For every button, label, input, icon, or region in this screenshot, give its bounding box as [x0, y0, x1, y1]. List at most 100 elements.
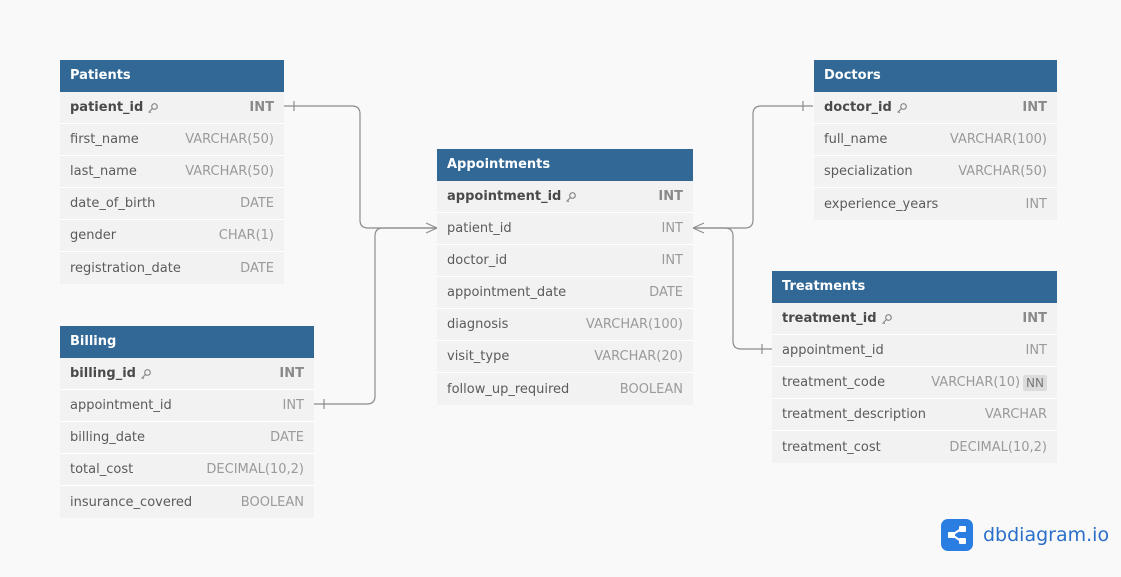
doctors-column-row[interactable]: doctor_id INT: [814, 92, 1057, 124]
column-type: DATE: [240, 261, 274, 276]
column-type-text: BOOLEAN: [240, 494, 304, 510]
column-name: doctor_id: [824, 100, 908, 115]
many-marker: [425, 222, 438, 234]
column-type-text: VARCHAR(100): [585, 317, 683, 332]
primary-key-icon: [881, 313, 893, 325]
primary-key-icon: [896, 102, 908, 114]
column-type-text: VARCHAR(10): [931, 375, 1021, 390]
column-name-text: experience_years: [824, 196, 939, 212]
column-type: INT: [1022, 100, 1047, 115]
column-name-text: appointment_id: [70, 398, 172, 413]
column-type: VARCHAR: [985, 407, 1047, 422]
treatments-table-header[interactable]: Treatments: [772, 271, 1057, 303]
patients-column-row[interactable]: patient_id INT: [60, 92, 284, 124]
column-name-text: treatment_id: [782, 311, 877, 326]
column-type-text: VARCHAR(50): [958, 164, 1047, 179]
column-name-text: diagnosis: [447, 317, 509, 332]
column-name-text: total_cost: [70, 462, 134, 477]
doctors-table-header[interactable]: Doctors: [814, 60, 1057, 92]
column-name: first_name: [70, 132, 139, 147]
column-name-text: patient_id: [70, 100, 144, 115]
column-name-text: treatment_description: [782, 407, 926, 422]
billing-column-row[interactable]: appointment_id INT: [60, 390, 314, 422]
column-name: full_name: [824, 132, 887, 147]
patients-column-row[interactable]: registration_date DATE: [60, 252, 284, 284]
brand[interactable]: dbdiagram.io: [941, 518, 1109, 552]
patients-column-row[interactable]: date_of_birth DATE: [60, 188, 284, 220]
many-marker: [692, 222, 705, 234]
treatments-column-row[interactable]: treatment_description VARCHAR: [772, 399, 1057, 431]
appointments-table-header[interactable]: Appointments: [437, 149, 693, 181]
doctors-column-row[interactable]: specialization VARCHAR(50): [814, 156, 1057, 188]
column-type: DECIMAL(10,2): [949, 440, 1047, 455]
column-type-text: INT: [661, 221, 684, 236]
column-type: INT: [1026, 197, 1048, 212]
column-type-text: INT: [1025, 343, 1048, 358]
column-type-text: DATE: [649, 285, 683, 300]
column-type: INT: [662, 221, 684, 236]
connector-patients-appointments: [284, 105, 437, 229]
column-name: total_cost: [70, 462, 133, 477]
column-type: DATE: [240, 196, 274, 211]
column-name-text: insurance_covered: [70, 494, 193, 510]
column-type-text: INT: [1022, 311, 1047, 326]
column-type: BOOLEAN: [241, 495, 304, 510]
column-name: billing_id: [70, 366, 152, 381]
column-name: patient_id: [70, 100, 159, 115]
treatments-column-row[interactable]: treatment_id INT: [772, 303, 1057, 335]
column-type-text: CHAR(1): [218, 228, 274, 243]
patients-column-row[interactable]: first_name VARCHAR(50): [60, 124, 284, 156]
column-name: appointment_date: [447, 285, 566, 300]
column-type-text: DECIMAL(10,2): [949, 439, 1047, 455]
column-type: BOOLEAN: [620, 382, 683, 397]
billing-column-row[interactable]: billing_id INT: [60, 358, 314, 390]
column-name-text: registration_date: [70, 260, 181, 276]
column-name-text: treatment_code: [782, 375, 886, 390]
connector-treatments-appointments: [693, 227, 772, 350]
appointments-column-row[interactable]: appointment_date DATE: [437, 277, 693, 309]
column-type-text: VARCHAR: [984, 407, 1047, 422]
column-type: INT: [279, 366, 304, 381]
column-type: INT: [283, 398, 305, 413]
appointments-column-row[interactable]: diagnosis VARCHAR(100): [437, 309, 693, 341]
column-type-text: DATE: [270, 430, 304, 445]
billing-table-header[interactable]: Billing: [60, 326, 314, 358]
connector-doctors-appointments: [693, 105, 813, 229]
column-name: experience_years: [824, 197, 938, 212]
primary-key-icon: [147, 102, 159, 114]
column-name: treatment_cost: [782, 440, 881, 455]
patients-table-header[interactable]: Patients: [60, 60, 284, 92]
column-type-text: VARCHAR(50): [185, 132, 274, 147]
column-name-text: visit_type: [447, 349, 510, 364]
column-name: specialization: [824, 164, 913, 179]
treatments-column-row[interactable]: treatment_cost DECIMAL(10,2): [772, 431, 1057, 463]
column-name-text: appointment_id: [447, 189, 562, 204]
column-type: DATE: [270, 430, 304, 445]
billing-column-row[interactable]: insurance_covered BOOLEAN: [60, 486, 314, 518]
column-type-text: DATE: [240, 196, 274, 211]
patients-table[interactable]: Patients patient_id INT first_name VARCHAR(…: [60, 60, 284, 284]
column-type-text: BOOLEAN: [619, 381, 683, 397]
column-name-text: specialization: [824, 164, 913, 179]
column-type: INT: [249, 100, 274, 115]
doctors-column-row[interactable]: experience_years INT: [814, 188, 1057, 220]
dbdiagram-logo-icon: [941, 519, 973, 551]
column-type: DATE: [649, 285, 683, 300]
column-name: date_of_birth: [70, 196, 155, 211]
